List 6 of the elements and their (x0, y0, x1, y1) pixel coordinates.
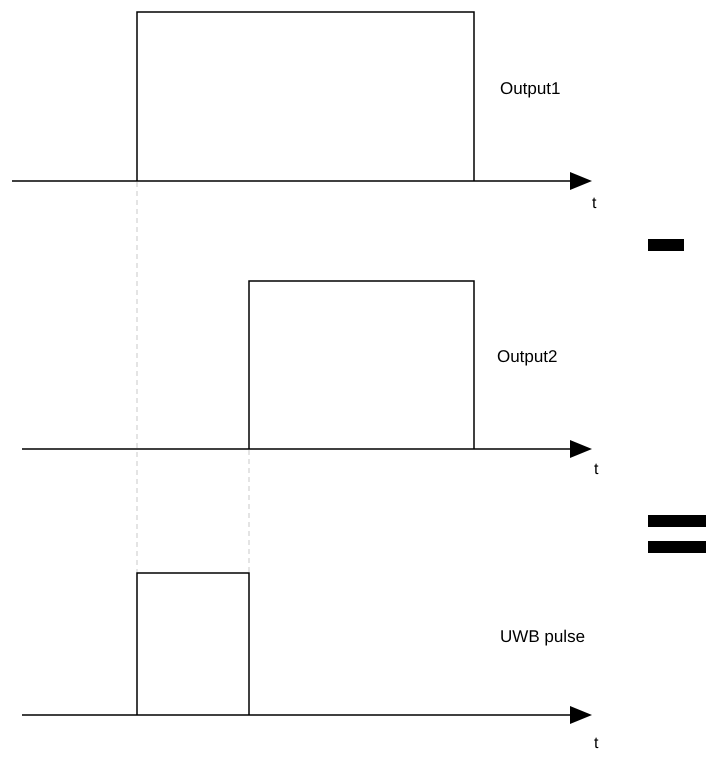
axis-label: t (594, 736, 598, 752)
signal-label: Output1 (500, 80, 560, 97)
signal-label: Output2 (497, 348, 558, 365)
axis-label: t (592, 196, 596, 212)
signal-label: UWB pulse (500, 628, 586, 645)
axis-label: t (594, 462, 598, 478)
